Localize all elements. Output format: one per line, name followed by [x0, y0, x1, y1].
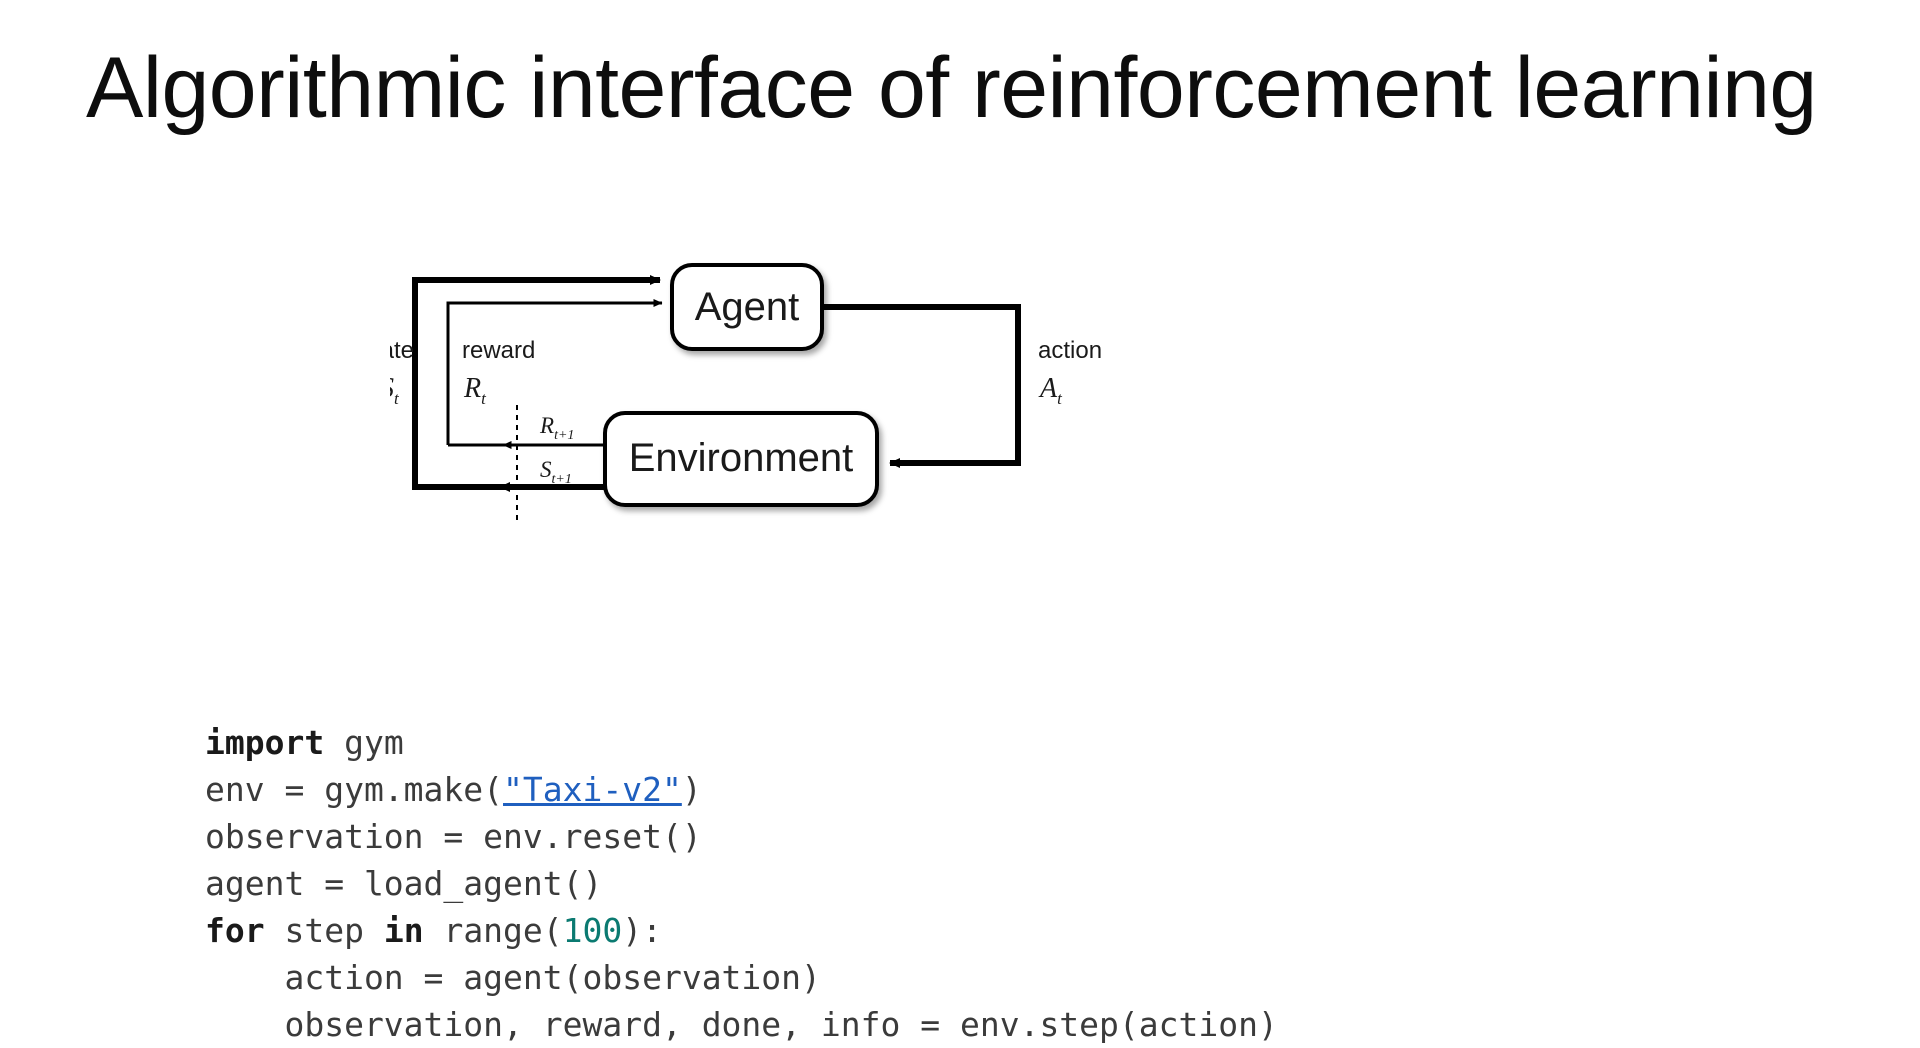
code-line: agent = load_agent() — [205, 860, 1278, 907]
state-edge-label: state — [390, 337, 414, 364]
action-edge-symbol: At — [1038, 373, 1063, 408]
code-text: step — [264, 911, 384, 950]
code-line: env = gym.make("Taxi-v2") — [205, 766, 1278, 813]
reward-edge-label-group: reward Rt — [462, 337, 535, 408]
code-text: ): — [622, 911, 663, 950]
code-text: agent = load_agent() — [205, 864, 603, 903]
reward-edge — [446, 299, 663, 445]
code-text: gym — [324, 723, 404, 762]
code-text: env = gym.make( — [205, 770, 504, 809]
environment-node-label: Environment — [629, 436, 854, 480]
action-edge — [822, 304, 1021, 468]
state-edge-label-group: state St — [390, 337, 414, 408]
code-text: observation = env.reset() — [205, 817, 702, 856]
code-link-taxi-v2[interactable]: "Taxi-v2" — [503, 770, 682, 809]
rl-loop-diagram: Agent Environment state St — [390, 255, 1390, 600]
code-line: observation = env.reset() — [205, 813, 1278, 860]
code-text: action = agent(observation) — [205, 958, 821, 997]
code-text: range( — [423, 911, 563, 950]
code-keyword: in — [383, 911, 424, 950]
action-edge-label: action — [1038, 337, 1102, 364]
next-reward-symbol: Rt+1 — [539, 413, 574, 443]
page-title: Algorithmic interface of reinforcement l… — [86, 40, 1817, 136]
code-line: for step in range(100): — [205, 907, 1278, 954]
code-keyword: for — [205, 911, 265, 950]
reward-edge-label: reward — [462, 337, 535, 364]
agent-node-label: Agent — [695, 285, 800, 329]
next-reward-label-group: Rt+1 — [539, 413, 574, 443]
code-number: 100 — [562, 911, 623, 950]
code-line: action = agent(observation) — [205, 954, 1278, 1001]
state-edge — [412, 275, 661, 480]
code-line: observation, reward, done, info = env.st… — [205, 1001, 1278, 1048]
code-text: ) — [681, 770, 702, 809]
action-edge-label-group: action At — [1038, 337, 1102, 408]
next-state-label-group: St+1 — [540, 457, 572, 487]
agent-node: Agent — [670, 263, 824, 351]
code-keyword: import — [205, 723, 325, 762]
reward-edge-symbol: Rt — [463, 373, 487, 408]
environment-node: Environment — [603, 411, 879, 507]
next-state-symbol: St+1 — [540, 457, 572, 487]
code-text: observation, reward, done, info = env.st… — [205, 1005, 1278, 1044]
state-edge-symbol: St — [390, 373, 400, 408]
rl-loop-svg: Agent Environment state St — [390, 263, 1102, 520]
code-line: import gym — [205, 719, 1278, 766]
